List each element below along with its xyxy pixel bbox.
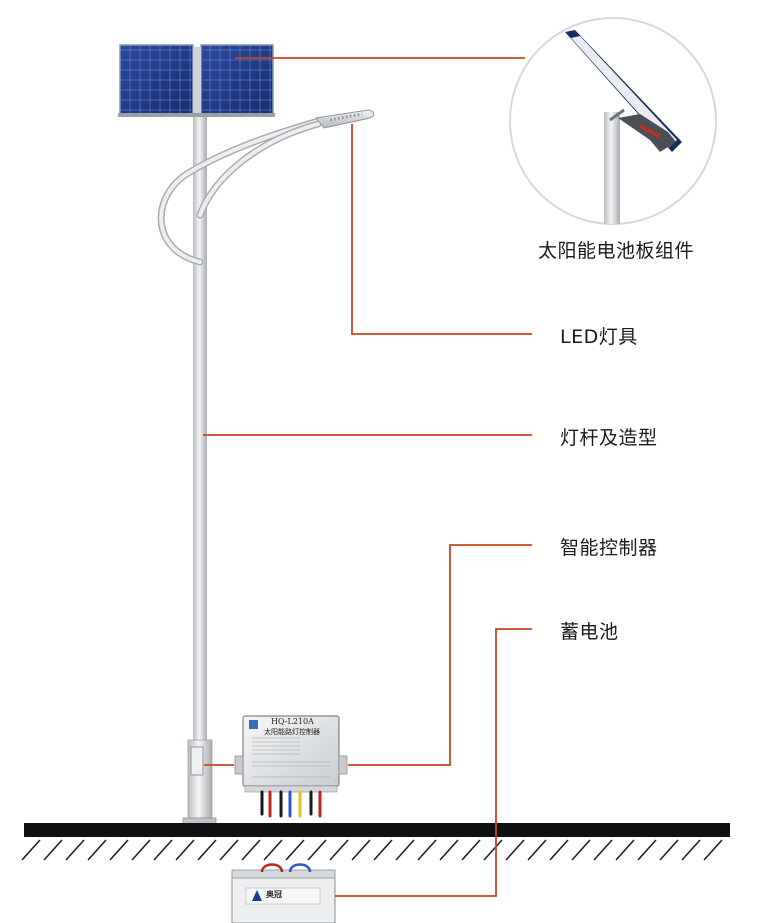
label-controller: 智能控制器 [560,537,658,559]
lamp-arm [157,116,326,266]
ground [21,823,730,861]
controller-model-text: HQ-L210A [271,717,314,726]
label-pole: 灯杆及造型 [560,427,658,449]
ground-hatch-line [197,839,217,861]
ground-hatch-line [329,839,349,861]
ground-hatch-line [109,839,129,861]
ground-hatch-line [65,839,85,861]
battery-brand-text: 奥冠 [266,890,282,899]
ground-hatch-line [285,839,305,861]
ground-hatch-line [417,839,437,861]
ground-hatch-line [175,839,195,861]
ground-hatch-line [703,839,723,861]
ground-hatch-line [659,839,679,861]
ground-hatch-line [241,839,261,861]
label-battery: 蓄电池 [560,621,619,643]
leader-line-battery [335,628,532,897]
leader-line-led-lamp [351,124,532,335]
led-lamp-head [315,109,375,129]
ground-hatch-line [461,839,481,861]
ground-hatch-line [153,839,173,861]
lamp-pole [182,117,217,829]
ground-hatch-line [637,839,657,861]
ground-hatch-line [681,839,701,861]
ground-hatch-line [549,839,569,861]
ground-hatch-line [219,839,239,861]
ground-hatch-line [571,839,591,861]
controller-name-text: 太阳能路灯控制器 [264,728,320,736]
solar-panel [118,44,275,117]
ground-hatch-line [87,839,107,861]
leader-lines [203,57,532,897]
ground-hatch-line [505,839,525,861]
ground-hatch-line [351,839,371,861]
ground-hatch-line [131,839,151,861]
label-solar-panel: 太阳能电池板组件 [538,240,695,262]
leader-line-controller [348,544,532,766]
label-led-lamp: LED灯具 [560,326,638,348]
ground-hatch-line [43,839,63,861]
ground-hatch-line [263,839,283,861]
ground-hatch-line [439,839,459,861]
ground-hatch-line [483,839,503,861]
ground-hatch-line [593,839,613,861]
ground-hatch-line [395,839,415,861]
panel-detail-inset [509,17,717,225]
battery [231,863,336,923]
ground-hatch-line [527,839,547,861]
controller-box [234,715,348,818]
ground-hatch-line [615,839,635,861]
ground-hatch-line [373,839,393,861]
ground-hatch-line [307,839,327,861]
ground-hatch-line [21,839,41,861]
